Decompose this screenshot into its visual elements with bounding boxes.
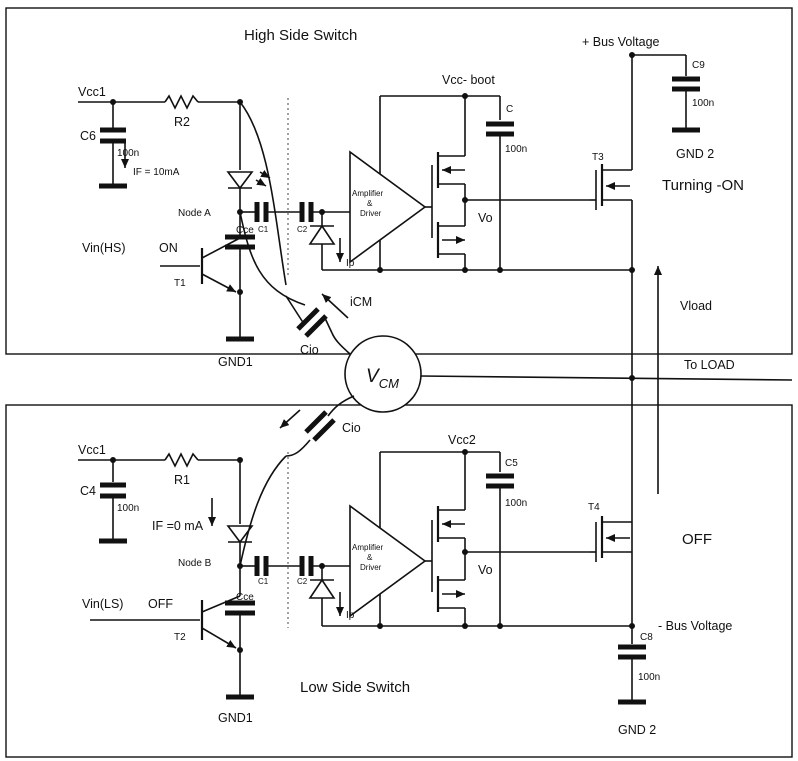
hs-c2: C2 [297, 225, 308, 234]
high-side-input [78, 94, 352, 342]
hs-cio: Cio [300, 343, 319, 357]
ls-cce: Cce [236, 592, 254, 603]
hs-vin: Vin(HS) [82, 241, 126, 255]
hs-c1: C1 [258, 225, 269, 234]
hs-amp-1: Amplifier [352, 189, 383, 198]
ls-ip: Ip [346, 610, 355, 621]
hs-cce: Cce [236, 225, 254, 236]
hs-ip: Ip [346, 258, 355, 269]
ls-amp-1: Amplifier [352, 543, 383, 552]
hs-vcc1: Vcc1 [78, 85, 106, 99]
ls-c8-val: 100n [638, 672, 660, 683]
low-side-title: Low Side Switch [300, 679, 410, 696]
high-side-driver [322, 52, 700, 273]
hs-gnd1: GND1 [218, 355, 253, 369]
plus-bus-label: + Bus Voltage [582, 35, 660, 49]
hs-t1: T1 [174, 278, 186, 289]
ls-amp-2: & [367, 553, 373, 562]
hs-c9-val: 100n [692, 98, 714, 109]
hs-vo: Vo [478, 211, 493, 225]
ls-t4: T4 [588, 502, 600, 513]
hs-c: C [506, 104, 513, 115]
ls-vcc1: Vcc1 [78, 443, 106, 457]
ls-c1: C1 [258, 577, 269, 586]
vcm-source [279, 293, 422, 457]
hs-icm: iCM [350, 295, 372, 309]
hs-r2: R2 [174, 115, 190, 129]
load-line [419, 375, 793, 381]
hs-if: IF = 10mA [133, 167, 180, 178]
ls-t2: T2 [174, 632, 186, 643]
hs-c6: C6 [80, 129, 96, 143]
ls-amp-3: Driver [360, 563, 382, 572]
ls-c4-val: 100n [117, 503, 139, 514]
vcm-label: VCM [366, 366, 399, 391]
amplifier-low [349, 504, 427, 618]
hs-amp-3: Driver [360, 209, 382, 218]
ls-vcc2: Vcc2 [448, 433, 476, 447]
ls-node: Node B [178, 558, 212, 569]
low-side-driver [322, 449, 646, 705]
ls-r1: R1 [174, 473, 190, 487]
vload-label: Vload [680, 299, 712, 313]
hs-c9: C9 [692, 60, 705, 71]
t4-state: OFF [682, 531, 712, 548]
ls-vin-state: OFF [148, 597, 173, 611]
hs-vin-state: ON [159, 241, 178, 255]
ls-vo: Vo [478, 563, 493, 577]
hs-vcc-boot: Vcc- boot [442, 73, 495, 87]
ls-gnd2: GND 2 [618, 723, 656, 737]
hs-c6-val: 100n [117, 148, 139, 159]
t3-state: Turning -ON [662, 177, 744, 194]
hs-c-val: 100n [505, 144, 527, 155]
ls-if: IF =0 mA [152, 519, 204, 533]
ls-c5: C5 [505, 458, 518, 469]
ls-cio: Cio [342, 421, 361, 435]
hs-gnd2: GND 2 [676, 147, 714, 161]
ls-c8: C8 [640, 632, 653, 643]
minus-bus-label: - Bus Voltage [658, 619, 732, 633]
to-load-label: To LOAD [684, 358, 735, 372]
hs-node: Node A [178, 208, 211, 219]
ls-c2: C2 [297, 577, 308, 586]
ls-gnd1: GND1 [218, 711, 253, 725]
hs-amp-2: & [367, 199, 373, 208]
high-side-title: High Side Switch [244, 27, 357, 44]
amplifier-high [349, 150, 427, 264]
ls-vin: Vin(LS) [82, 597, 123, 611]
ls-c4: C4 [80, 484, 96, 498]
low-side-input [78, 452, 352, 700]
ls-c5-val: 100n [505, 498, 527, 509]
hs-t3: T3 [592, 152, 604, 163]
